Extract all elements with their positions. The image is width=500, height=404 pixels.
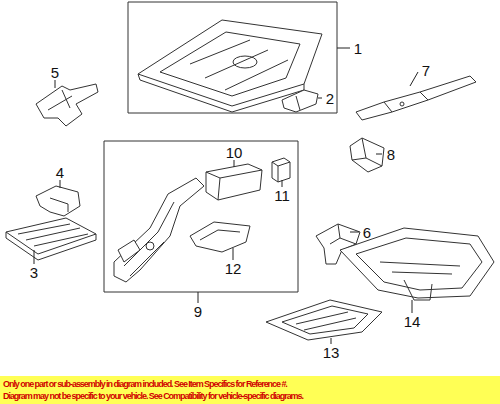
bracket-part bbox=[282, 90, 318, 112]
callout-number: 4 bbox=[56, 165, 64, 180]
callout-number: 11 bbox=[274, 188, 290, 203]
callout-number: 3 bbox=[30, 265, 38, 280]
callout-number: 9 bbox=[194, 304, 202, 319]
brace-part bbox=[350, 138, 384, 172]
floor-panel-part bbox=[266, 300, 382, 340]
support-part bbox=[36, 186, 80, 216]
callout-number: 14 bbox=[404, 314, 421, 329]
reinforcement-part bbox=[190, 222, 250, 252]
callout-number: 12 bbox=[225, 261, 242, 276]
rail-extension-part bbox=[206, 164, 262, 200]
crossmember-part bbox=[36, 84, 98, 126]
callout-number: 2 bbox=[326, 91, 334, 106]
callout-number: 10 bbox=[226, 145, 243, 160]
small-bracket-part bbox=[272, 158, 290, 182]
group-frame bbox=[104, 2, 337, 292]
callout-number: 6 bbox=[363, 225, 371, 240]
notice-text: Diagram may not be specific to your vehi… bbox=[3, 390, 497, 402]
callout-number: 1 bbox=[354, 41, 362, 56]
leader-lines bbox=[34, 48, 418, 344]
callout-number: 7 bbox=[422, 63, 430, 78]
long-rail-part bbox=[356, 76, 476, 120]
notice-text: Only one part or sub-assembly in diagram… bbox=[3, 378, 497, 390]
rail-assembly bbox=[114, 178, 204, 282]
sill-part bbox=[6, 218, 96, 260]
floor-pan bbox=[138, 20, 322, 112]
callout-number: 13 bbox=[323, 345, 340, 360]
callout-number: 5 bbox=[51, 65, 59, 80]
callout-number: 8 bbox=[387, 147, 395, 162]
notice-band: Only one part or sub-assembly in diagram… bbox=[0, 376, 500, 404]
